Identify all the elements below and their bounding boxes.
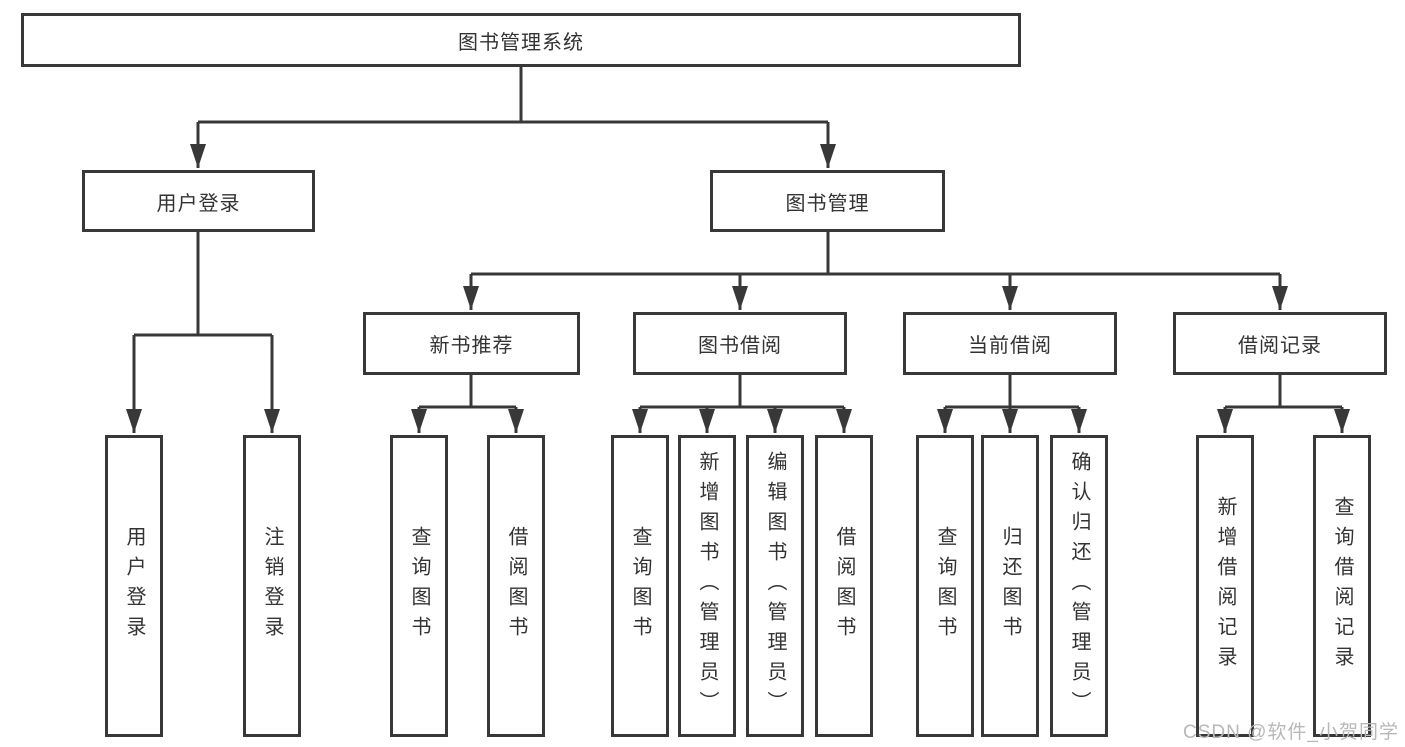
leaf-add-borrow-record-label: 新增借阅记录: [1214, 496, 1236, 676]
leaf-confirm-return-admin: 确认归还（管理员）: [1050, 435, 1108, 737]
node-current-borrow-label: 当前借阅: [968, 335, 1052, 357]
leaf-edit-book-admin-label: 编辑图书（管理员）: [764, 451, 786, 721]
leaf-query-books-borrow: 查询图书: [611, 435, 669, 737]
node-root-label: 图书管理系统: [458, 31, 584, 54]
node-new-book-recommend: 新书推荐: [363, 312, 580, 375]
leaf-borrow-books: 借阅图书: [815, 435, 873, 737]
node-book-management: 图书管理: [710, 170, 945, 232]
node-user-login-label: 用户登录: [156, 192, 241, 215]
node-book-borrow-label: 图书借阅: [698, 335, 782, 357]
leaf-add-borrow-record: 新增借阅记录: [1196, 435, 1254, 737]
leaf-borrow-books-label: 借阅图书: [833, 526, 855, 646]
leaf-return-book-label: 归还图书: [999, 526, 1021, 646]
leaf-user-login-label: 用户登录: [123, 526, 145, 646]
leaf-edit-book-admin: 编辑图书（管理员）: [746, 435, 804, 737]
node-root: 图书管理系统: [21, 13, 1021, 67]
node-user-login: 用户登录: [82, 170, 315, 232]
node-borrow-records-label: 借阅记录: [1238, 335, 1322, 357]
watermark: CSDN @软件_小贺同学: [1183, 722, 1399, 743]
leaf-logout: 注销登录: [243, 435, 301, 737]
node-book-management-label: 图书管理: [785, 192, 870, 215]
leaf-query-books-current-label: 查询图书: [934, 526, 956, 646]
leaf-add-book-admin: 新增图书（管理员）: [678, 435, 736, 737]
leaf-query-books-recommend-label: 查询图书: [408, 526, 430, 646]
leaf-confirm-return-admin-label: 确认归还（管理员）: [1068, 451, 1090, 721]
leaf-user-login: 用户登录: [105, 435, 163, 737]
node-book-borrow: 图书借阅: [633, 312, 847, 375]
leaf-borrow-books-recommend: 借阅图书: [487, 435, 545, 737]
leaf-query-books-recommend: 查询图书: [390, 435, 448, 737]
node-borrow-records: 借阅记录: [1173, 312, 1387, 375]
leaf-add-book-admin-label: 新增图书（管理员）: [696, 451, 718, 721]
node-current-borrow: 当前借阅: [903, 312, 1117, 375]
leaf-query-books-borrow-label: 查询图书: [629, 526, 651, 646]
leaf-query-books-current: 查询图书: [916, 435, 974, 737]
leaf-borrow-books-recommend-label: 借阅图书: [505, 526, 527, 646]
leaf-query-borrow-record: 查询借阅记录: [1313, 435, 1371, 737]
leaf-logout-label: 注销登录: [261, 526, 283, 646]
leaf-return-book: 归还图书: [981, 435, 1039, 737]
leaf-query-borrow-record-label: 查询借阅记录: [1331, 496, 1353, 676]
node-new-book-recommend-label: 新书推荐: [429, 335, 514, 357]
